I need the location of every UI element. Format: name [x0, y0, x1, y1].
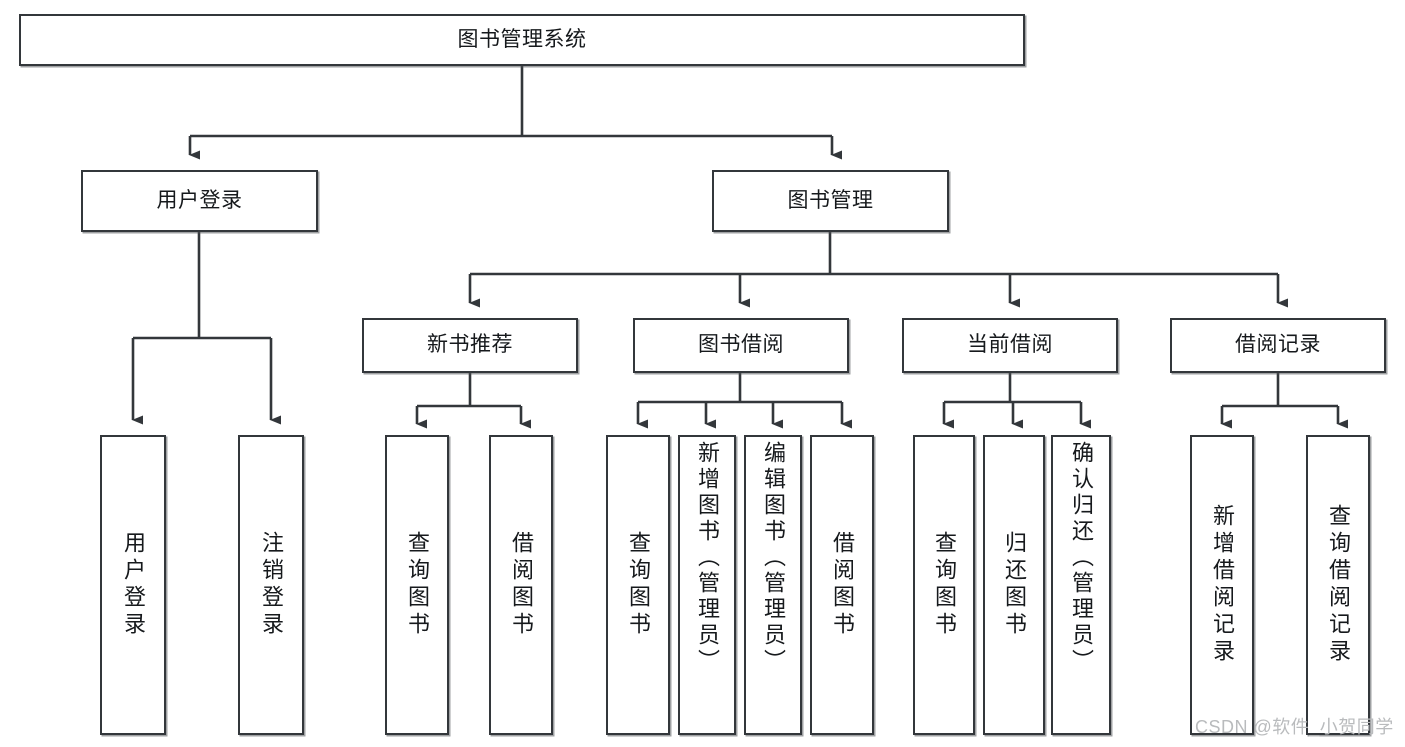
node-label: 确认归还（管理员）	[1069, 441, 1094, 675]
node-label: 用户登录	[121, 531, 146, 639]
leaf-confirm-return-admin[interactable]: 确认归还（管理员）	[1051, 435, 1111, 735]
leaf-query-borrow-record[interactable]: 查询借阅记录	[1306, 435, 1370, 735]
node-label: 当前借阅	[967, 333, 1053, 357]
node-label: 查询图书	[405, 531, 430, 639]
node-new-book-recommendation[interactable]: 新书推荐	[362, 318, 578, 373]
node-label: 新书推荐	[427, 333, 513, 357]
node-book-management-system[interactable]: 图书管理系统	[19, 14, 1025, 66]
node-label: 图书借阅	[698, 333, 784, 357]
node-book-borrowing[interactable]: 图书借阅	[633, 318, 849, 373]
node-label: 图书管理系统	[457, 27, 587, 51]
node-label: 借阅记录	[1235, 333, 1321, 357]
leaf-borrow-book-new[interactable]: 借阅图书	[489, 435, 553, 735]
node-label: 查询图书	[626, 531, 651, 639]
node-label: 查询借阅记录	[1326, 504, 1351, 666]
leaf-query-book-borrow[interactable]: 查询图书	[606, 435, 670, 735]
node-label: 编辑图书（管理员）	[761, 441, 786, 675]
node-label: 图书管理	[787, 188, 874, 212]
leaf-query-book-current[interactable]: 查询图书	[913, 435, 975, 735]
node-label: 归还图书	[1002, 531, 1027, 639]
leaf-add-borrow-record[interactable]: 新增借阅记录	[1190, 435, 1254, 735]
node-label: 新增图书（管理员）	[695, 441, 720, 675]
node-label: 新增借阅记录	[1210, 504, 1235, 666]
node-user-login[interactable]: 用户登录	[81, 170, 318, 232]
node-label: 借阅图书	[509, 531, 534, 639]
csdn-watermark: CSDN @软件_小贺同学	[1195, 717, 1394, 737]
node-label: 用户登录	[156, 188, 243, 212]
node-current-borrowing[interactable]: 当前借阅	[902, 318, 1118, 373]
leaf-borrow-book[interactable]: 借阅图书	[810, 435, 874, 735]
leaf-edit-book-admin[interactable]: 编辑图书（管理员）	[744, 435, 802, 735]
node-borrowing-record[interactable]: 借阅记录	[1170, 318, 1386, 373]
node-label: 查询图书	[932, 531, 957, 639]
leaf-add-book-admin[interactable]: 新增图书（管理员）	[678, 435, 736, 735]
leaf-query-book-new[interactable]: 查询图书	[385, 435, 449, 735]
node-label: 借阅图书	[830, 531, 855, 639]
node-label: 注销登录	[259, 531, 284, 639]
leaf-return-book[interactable]: 归还图书	[983, 435, 1045, 735]
node-book-management[interactable]: 图书管理	[712, 170, 949, 232]
leaf-user-login[interactable]: 用户登录	[100, 435, 166, 735]
leaf-logout[interactable]: 注销登录	[238, 435, 304, 735]
